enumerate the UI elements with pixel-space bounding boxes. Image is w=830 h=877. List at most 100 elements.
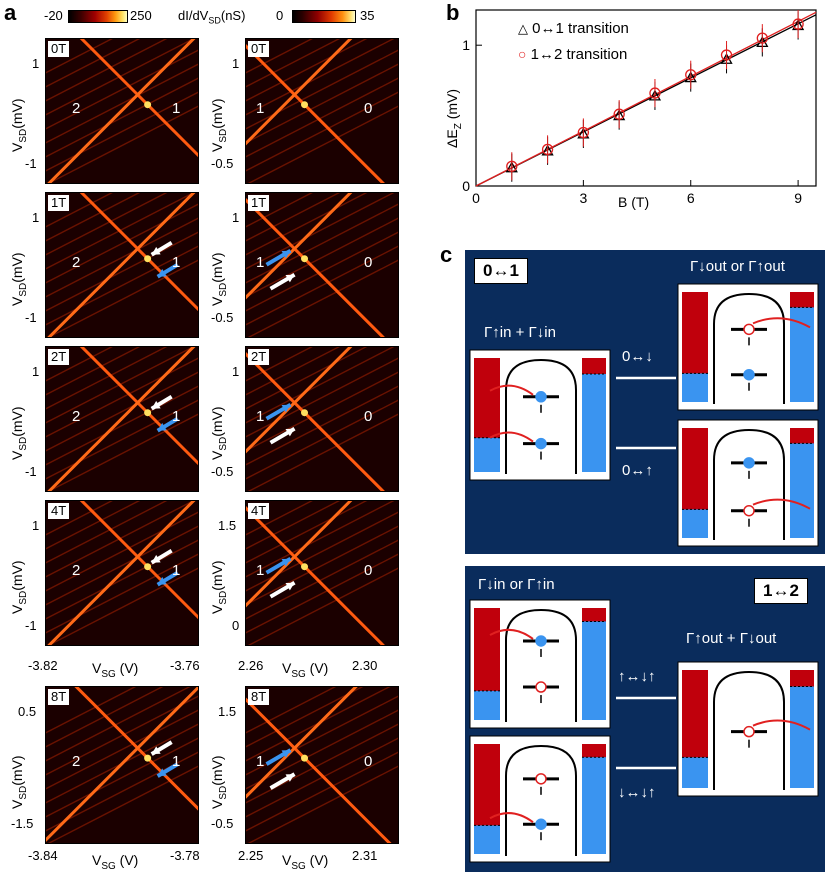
lead-right-red bbox=[582, 358, 606, 374]
colorbar-right-label: dI/dVSD(nS) bbox=[178, 8, 246, 26]
field-label: 1T bbox=[248, 195, 270, 211]
excited-state-line bbox=[46, 511, 198, 592]
region-label: 1 bbox=[256, 100, 265, 118]
excited-state-line bbox=[47, 765, 198, 843]
excited-state-line bbox=[46, 231, 198, 312]
y-tick: 0.5 bbox=[18, 704, 37, 719]
excited-state-line bbox=[246, 501, 341, 550]
colorbar-left-max: 250 bbox=[130, 8, 152, 23]
tunnel-barrier bbox=[505, 358, 577, 474]
spin-state bbox=[535, 635, 547, 647]
excited-state-line bbox=[246, 525, 398, 606]
coulomb-diamond-edge bbox=[246, 501, 353, 608]
tunnel-arrow bbox=[752, 719, 811, 731]
excited-state-line bbox=[246, 39, 341, 88]
excited-state-line bbox=[46, 687, 191, 762]
y-tick: 1 bbox=[32, 56, 40, 71]
white-arrow bbox=[269, 772, 296, 790]
region-label: 1 bbox=[172, 753, 181, 771]
field-label: 8T bbox=[248, 689, 270, 705]
excited-state-line bbox=[47, 567, 198, 645]
excited-state-line bbox=[246, 203, 398, 284]
x-tick-label: 9 bbox=[794, 190, 802, 206]
excited-state-line bbox=[246, 357, 398, 438]
excited-state-line bbox=[246, 501, 395, 578]
coulomb-diamond-edge bbox=[47, 193, 196, 337]
x-tick-ul-1: -3.76 bbox=[170, 658, 200, 673]
lead-right-red bbox=[790, 292, 814, 308]
y-tick: -0.5 bbox=[211, 310, 234, 325]
excited-state-line bbox=[46, 501, 113, 536]
excited-state-line bbox=[46, 217, 198, 298]
excited-state-line bbox=[46, 77, 198, 158]
excited-state-line bbox=[246, 511, 398, 592]
spin-state bbox=[535, 437, 547, 450]
region-label: 1 bbox=[256, 254, 265, 272]
coulomb-diamond-edge bbox=[46, 687, 198, 842]
excited-state-line bbox=[246, 501, 368, 564]
excited-state-line bbox=[247, 413, 398, 491]
excited-state-line bbox=[46, 193, 195, 270]
excited-state-line bbox=[46, 193, 113, 228]
excited-state-line bbox=[246, 231, 398, 312]
excited-state-line bbox=[46, 751, 198, 832]
lead-left-red bbox=[474, 744, 500, 826]
spin-state bbox=[743, 504, 755, 517]
panel-a-label: a bbox=[4, 0, 17, 25]
x-tick-ll-0: -3.84 bbox=[28, 848, 58, 863]
excited-state-line bbox=[246, 193, 395, 270]
excited-state-line bbox=[46, 63, 198, 144]
x-tick-ur-0: 2.26 bbox=[238, 658, 264, 673]
x-tick-label: 3 bbox=[579, 190, 587, 206]
field-label: 4T bbox=[248, 503, 270, 519]
x-tick-ll-1: -3.78 bbox=[170, 848, 200, 863]
excited-state-line bbox=[246, 385, 398, 466]
excited-state-line bbox=[46, 385, 198, 466]
white-arrow bbox=[269, 580, 296, 599]
field-label: 0T bbox=[48, 41, 70, 57]
field-label: 2T bbox=[248, 349, 270, 365]
region-label: 0 bbox=[364, 562, 373, 580]
lead-right-blue bbox=[790, 292, 814, 402]
gamma-in-or: Γ↓in or Γ↑in bbox=[478, 576, 555, 593]
x-label-lower-left: VSG (V) bbox=[92, 852, 139, 872]
field-label: 2T bbox=[48, 349, 70, 365]
x-label-upper-right: VSG (V) bbox=[282, 660, 329, 680]
field-label: 1T bbox=[48, 195, 70, 211]
excited-state-line bbox=[246, 723, 398, 804]
white-arrow bbox=[269, 426, 296, 445]
blue-arrow bbox=[265, 556, 292, 575]
excited-state-line bbox=[46, 245, 198, 326]
gamma-out-or: Γ↓out or Γ↑out bbox=[690, 258, 785, 275]
x-tick-lr-0: 2.25 bbox=[238, 848, 264, 863]
colorbar-right bbox=[292, 10, 356, 23]
y-tick: -1 bbox=[25, 310, 37, 325]
excited-state-line bbox=[246, 751, 398, 832]
excited-state-line bbox=[246, 687, 364, 748]
data-point-circle bbox=[685, 69, 697, 81]
excited-state-line bbox=[46, 39, 141, 88]
crossing-point bbox=[301, 255, 309, 263]
excited-state-line bbox=[246, 39, 313, 74]
crossing-point bbox=[301, 101, 309, 109]
excited-state-line bbox=[246, 49, 398, 130]
region-label: 0 bbox=[364, 408, 373, 426]
crossing-point bbox=[301, 754, 309, 762]
crossing-point bbox=[144, 255, 152, 263]
excited-state-line bbox=[246, 501, 313, 536]
y-tick-label: 1 bbox=[462, 37, 470, 53]
excited-state-line bbox=[246, 695, 398, 776]
y-tick: 0 bbox=[232, 618, 240, 633]
field-label: 0T bbox=[248, 41, 270, 57]
excited-state-line bbox=[246, 347, 395, 424]
colorbar-left bbox=[68, 10, 128, 23]
coulomb-diamond-edge bbox=[47, 39, 196, 183]
excited-state-line bbox=[246, 371, 398, 452]
excited-state-line bbox=[46, 39, 195, 116]
colorbar-left-min: -20 bbox=[44, 8, 63, 23]
lead-left-red bbox=[474, 358, 500, 438]
region-label: 1 bbox=[256, 408, 265, 426]
coulomb-diamond-edge bbox=[246, 39, 353, 146]
excited-state-line bbox=[46, 501, 168, 564]
